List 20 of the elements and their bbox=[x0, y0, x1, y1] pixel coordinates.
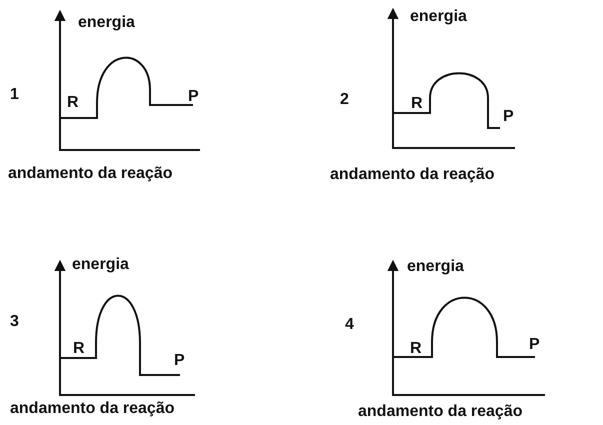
axis-label: energia bbox=[78, 14, 135, 32]
reactant-label: R bbox=[67, 94, 79, 112]
axis-label: energia bbox=[407, 258, 464, 276]
panel-number: 2 bbox=[340, 91, 349, 109]
panel-number: 1 bbox=[10, 86, 19, 104]
product-label: P bbox=[174, 352, 185, 370]
reactant-label: R bbox=[410, 340, 422, 358]
product-label: P bbox=[529, 336, 540, 354]
panel-number: 3 bbox=[10, 313, 19, 331]
axis-label: andamento da reação bbox=[330, 166, 494, 184]
product-label: P bbox=[503, 108, 514, 126]
axis-label: andamento da reação bbox=[8, 165, 172, 183]
reactant-label: R bbox=[73, 340, 85, 358]
axis-label: energia bbox=[410, 8, 467, 26]
axis-label: energia bbox=[72, 256, 129, 274]
axis-label: andamento da reação bbox=[10, 400, 174, 418]
panel-number: 4 bbox=[345, 316, 354, 334]
product-label: P bbox=[188, 88, 199, 106]
axis-label: andamento da reação bbox=[358, 403, 522, 421]
reactant-label: R bbox=[411, 95, 423, 113]
